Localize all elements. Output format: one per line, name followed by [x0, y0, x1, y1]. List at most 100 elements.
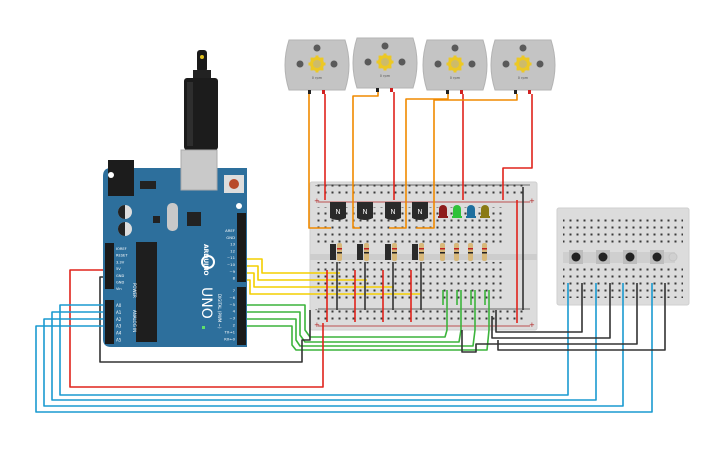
power-pin-label: GND: [116, 274, 124, 278]
red-wire[interactable]: [502, 94, 533, 200]
yellow-wire[interactable]: [246, 272, 394, 288]
resistor[interactable]: [440, 243, 445, 261]
digital-pin-label: AREF: [225, 228, 235, 233]
pushbutton[interactable]: [569, 250, 583, 264]
power-pin-label: IOREF: [116, 247, 127, 251]
digital-pin-label: ~5: [229, 302, 235, 307]
motor-terminal-negative[interactable]: [376, 88, 379, 92]
arduino-uno[interactable]: ARDUINO UNO DIGITAL (PWM ~) POWER ANALOG…: [103, 149, 247, 347]
blue-wire[interactable]: [59, 283, 569, 396]
motor-rpm-label: 0 rpm: [450, 76, 461, 80]
motor-terminal-positive[interactable]: [390, 88, 393, 92]
plus-label: +: [529, 197, 535, 205]
npn-transistor[interactable]: N: [412, 202, 428, 220]
motor-terminal-negative[interactable]: [514, 90, 517, 94]
led[interactable]: [438, 205, 448, 218]
digital-pin-label: 12: [230, 248, 235, 253]
dc-motor[interactable]: 0 rpm: [352, 37, 418, 92]
pushbutton[interactable]: [623, 250, 637, 264]
minus-label: -: [315, 182, 318, 190]
arduino-brand: ARDUINO: [202, 244, 209, 275]
plus-label: +: [314, 321, 320, 329]
analog-pin-label: A5: [116, 338, 122, 343]
green-wire[interactable]: [246, 290, 462, 343]
digital-pin-label: 8: [233, 276, 236, 281]
blue-wire[interactable]: [43, 283, 624, 407]
diode[interactable]: [357, 244, 363, 260]
transistor-label: N: [417, 208, 422, 216]
usb-port: [180, 149, 218, 191]
digital-pin-label: 7: [233, 288, 236, 293]
plus-label: +: [529, 321, 535, 329]
analog-pin-label: A1: [116, 310, 122, 315]
5v-wire[interactable]: [69, 269, 324, 388]
atmega-chip: [136, 242, 157, 342]
gear-icon: [514, 55, 532, 73]
orange-wire[interactable]: [352, 92, 379, 229]
power-pin-label: 3.3V: [116, 260, 125, 264]
resistor[interactable]: [419, 243, 424, 261]
orange-wire[interactable]: [416, 94, 518, 229]
motor-terminal-positive[interactable]: [460, 90, 463, 94]
resistor[interactable]: [392, 243, 397, 261]
plus-label: +: [314, 197, 320, 205]
pushbutton[interactable]: [650, 250, 664, 264]
resistor[interactable]: [337, 243, 342, 261]
black-wire[interactable]: [461, 283, 638, 353]
analog-label: ANALOG IN: [132, 310, 137, 332]
orange-wire[interactable]: [389, 94, 449, 229]
dc-motor[interactable]: 0 rpm: [284, 39, 350, 94]
motor-terminal-positive[interactable]: [322, 90, 325, 94]
power-label: POWER: [132, 283, 137, 298]
blue-wire[interactable]: [35, 283, 653, 413]
green-wire[interactable]: [246, 290, 476, 347]
resistor[interactable]: [454, 243, 459, 261]
led[interactable]: [452, 205, 462, 218]
resistor[interactable]: [364, 243, 369, 261]
arduino-model: UNO: [198, 287, 214, 319]
usb-cable[interactable]: [184, 50, 218, 150]
digital-pin-label: GND: [226, 235, 235, 240]
gnd-wire[interactable]: [99, 276, 311, 363]
led[interactable]: [480, 205, 490, 218]
black-wire[interactable]: [491, 283, 611, 339]
npn-transistor[interactable]: N: [357, 202, 373, 220]
yellow-wire[interactable]: [246, 258, 340, 274]
gear-icon: [308, 55, 326, 73]
digital-pin-label: RX←0: [224, 336, 235, 341]
pushbutton[interactable]: [596, 250, 610, 264]
npn-transistor[interactable]: N: [330, 202, 346, 220]
digital-pin-label: ~6: [229, 295, 235, 300]
power-pin-label: Vin: [116, 287, 122, 291]
yellow-wire[interactable]: [246, 279, 421, 295]
transistor-label: N: [390, 208, 395, 216]
green-wire[interactable]: [246, 290, 490, 351]
motor-terminal-negative[interactable]: [308, 90, 311, 94]
resistor[interactable]: [482, 243, 487, 261]
orange-wire[interactable]: [308, 94, 331, 229]
digital-pin-label: 4: [233, 309, 236, 314]
npn-transistor[interactable]: N: [385, 202, 401, 220]
blue-wire[interactable]: [51, 283, 597, 401]
black-wire[interactable]: [497, 283, 666, 351]
analog-pin-label: A2: [116, 317, 122, 322]
motor-terminal-negative[interactable]: [446, 90, 449, 94]
gear-icon: [376, 53, 394, 71]
diode[interactable]: [330, 244, 336, 260]
digital-pin-label: ~11: [227, 255, 236, 260]
black-wire[interactable]: [495, 283, 583, 333]
resistor[interactable]: [468, 243, 473, 261]
diode[interactable]: [412, 244, 418, 260]
yellow-wire[interactable]: [246, 265, 367, 281]
power-pin-label: GND: [116, 281, 124, 285]
minus-label: -: [315, 306, 318, 314]
diode[interactable]: [385, 244, 391, 260]
dc-motor[interactable]: 0 rpm: [490, 39, 556, 94]
transistor-label: N: [362, 208, 367, 216]
dc-motor[interactable]: 0 rpm: [422, 39, 488, 94]
motor-rpm-label: 0 rpm: [380, 74, 391, 78]
motor-terminal-positive[interactable]: [528, 90, 531, 94]
led[interactable]: [466, 205, 476, 218]
gear-icon: [446, 55, 464, 73]
